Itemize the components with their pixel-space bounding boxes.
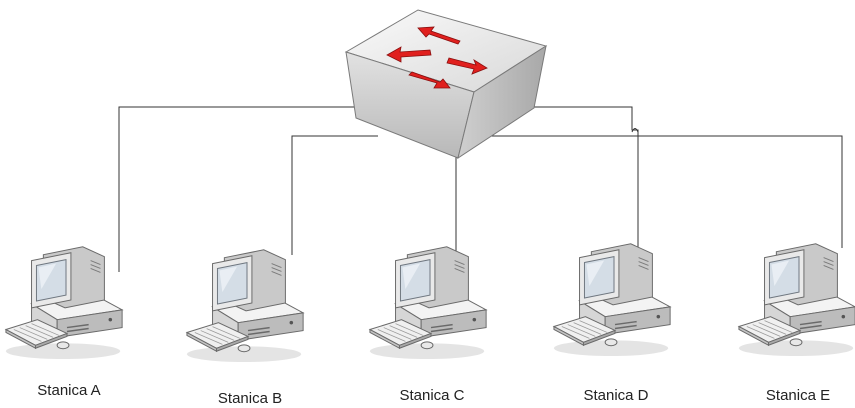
cable-station-e: [456, 135, 843, 248]
desktop-computer-icon: [186, 249, 304, 363]
desktop-computer-icon: [369, 246, 487, 360]
desktop-computer-icon: [5, 246, 123, 360]
station-c-computer: [369, 246, 487, 360]
network-switch-icon: [344, 9, 548, 160]
cable-station-d: [530, 106, 639, 248]
cable-crossover: [631, 128, 639, 133]
station-label-d: Stanica D: [583, 387, 649, 404]
station-d-computer: [553, 243, 671, 357]
desktop-computer-icon: [738, 243, 855, 357]
station-label-e: Stanica E: [765, 387, 831, 404]
network-cables: [118, 106, 843, 272]
station-label-b: Stanica B: [217, 390, 283, 407]
station-e-computer: [738, 243, 855, 357]
station-label-a: Stanica A: [37, 382, 101, 399]
cable-station-b: [291, 135, 378, 255]
desktop-computer-icon: [553, 243, 671, 357]
station-label-c: Stanica C: [399, 387, 465, 404]
switch-arrows: [386, 26, 488, 89]
station-a-computer: [5, 246, 123, 360]
station-b-computer: [186, 249, 304, 363]
cable-station-a: [118, 106, 358, 272]
